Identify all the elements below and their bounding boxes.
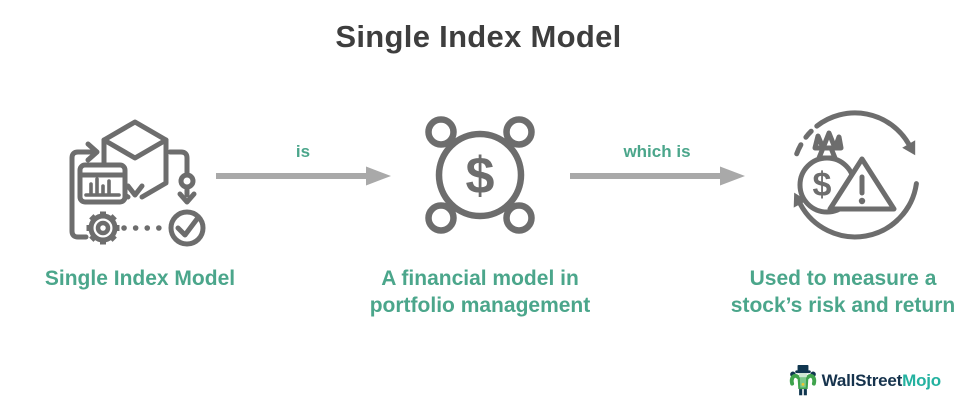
- money-risk-cycle-icon: $: [775, 95, 935, 255]
- right-arrow-icon: [570, 166, 745, 186]
- dollar-network-icon: $: [400, 95, 560, 255]
- wallstreetmojo-mascot-icon: [789, 364, 816, 396]
- wallstreetmojo-logo: WallStreetMojo: [789, 364, 941, 397]
- logo-text-accent: Mojo: [902, 370, 941, 390]
- step-financial-model: $ A financial model in portfolio managem…: [360, 95, 600, 320]
- connector-is: is: [213, 141, 393, 187]
- step-label-risk-return: Used to measure a stock’s risk and retur…: [730, 267, 956, 318]
- model-flowchart-icon: [60, 95, 220, 255]
- right-arrow-icon: [216, 166, 391, 186]
- svg-text:$: $: [813, 166, 832, 204]
- step-single-index-model: Single Index Model: [20, 95, 260, 292]
- logo-text: WallStreetMojo: [821, 370, 942, 391]
- connector-which-is: which is: [563, 141, 751, 187]
- step-label-financial-model: A financial model in portfolio managemen…: [369, 267, 591, 318]
- svg-text:$: $: [466, 147, 495, 205]
- logo-text-primary: WallStreet: [821, 370, 903, 390]
- page-title: Single Index Model: [335, 19, 622, 54]
- connector-label-which-is: which is: [623, 142, 691, 161]
- connector-label-is: is: [295, 142, 311, 161]
- step-risk-return: $ Used to measure a stock’s risk and ret…: [723, 95, 957, 320]
- step-label-single-index-model: Single Index Model: [44, 267, 236, 290]
